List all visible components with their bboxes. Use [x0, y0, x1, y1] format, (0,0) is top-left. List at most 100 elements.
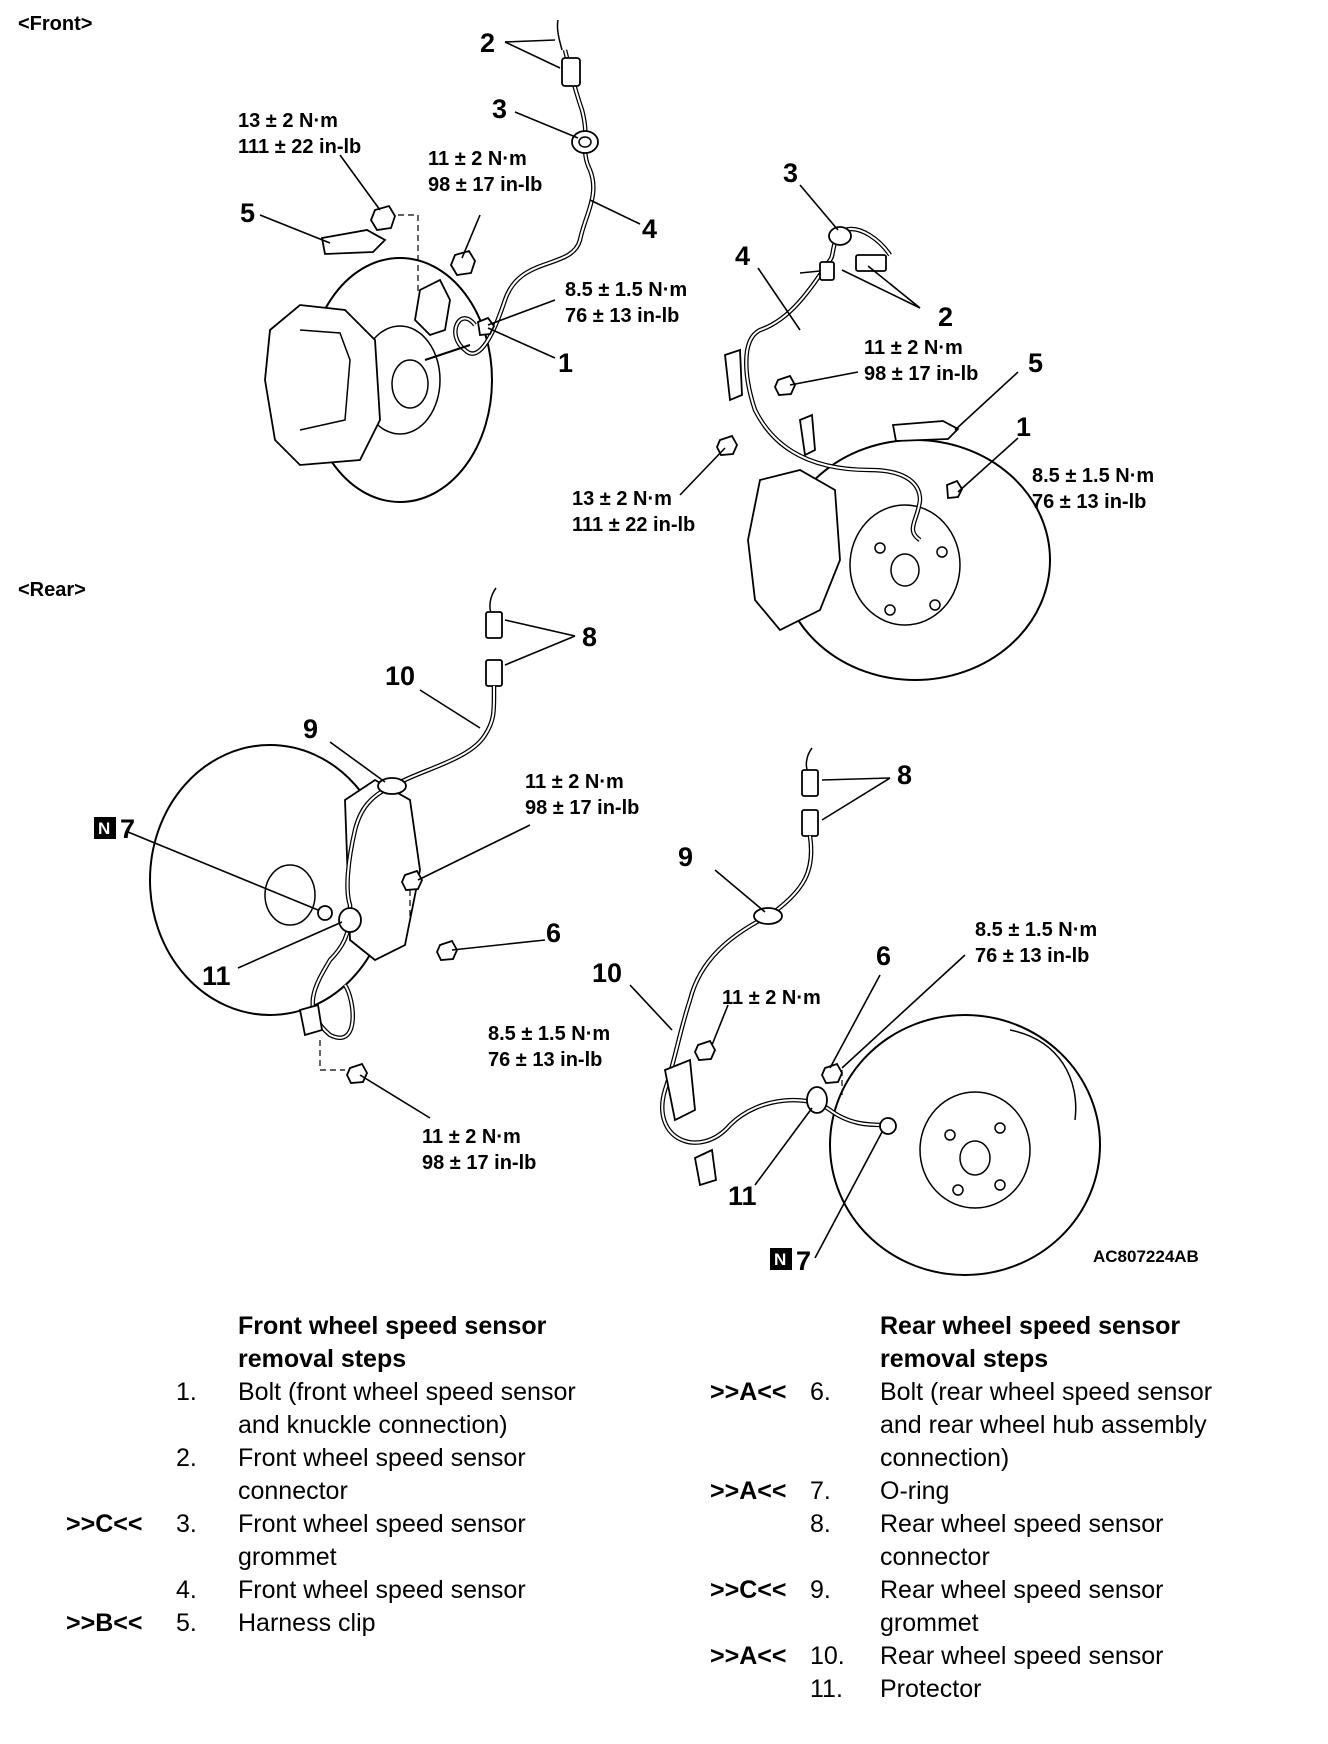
torque-inlb: 98 ± 17 in-lb	[525, 797, 639, 819]
step-procedure-code: >>B<<	[66, 1609, 143, 1637]
callout-11: 11	[728, 1181, 757, 1211]
front-bolt-8nm-a	[477, 316, 496, 336]
callout-5: 5	[1028, 348, 1043, 378]
front-steps-title: Front wheel speed sensor removal steps	[238, 1312, 547, 1373]
rear-steps-title: Rear wheel speed sensor removal steps	[880, 1312, 1181, 1373]
step-text: O-ring	[880, 1477, 950, 1505]
step-text: Bolt (rear wheel speed sensor	[880, 1378, 1213, 1406]
brake-caliper	[264, 304, 381, 466]
front-connector-b2	[855, 254, 887, 272]
rear-connector-b2	[801, 809, 819, 837]
front-bolt-13nm-a	[369, 204, 396, 231]
torque-inlb: 76 ± 13 in-lb	[565, 305, 679, 327]
step-text: Rear wheel speed sensor	[880, 1576, 1164, 1604]
rear-bolt-11nm-b	[346, 1062, 369, 1084]
step-text: connector	[880, 1543, 990, 1571]
front-grommet-b	[828, 226, 852, 246]
front-connector-a	[561, 57, 581, 87]
step-number: 5.	[176, 1609, 197, 1637]
rear-protector-a	[338, 907, 362, 933]
step-text: grommet	[880, 1609, 979, 1637]
step-text: Rear wheel speed sensor	[880, 1510, 1164, 1538]
torque-nm: 11 ± 2 N·m	[428, 148, 527, 170]
torque-nm: 8.5 ± 1.5 N·m	[975, 919, 1097, 941]
torque-nm: 13 ± 2 N·m	[572, 488, 672, 510]
knuckle-bracket	[414, 278, 451, 337]
step-number: 2.	[176, 1444, 197, 1472]
rear-connector-a1	[485, 611, 503, 639]
figure-code: AC807224AB	[1093, 1247, 1199, 1266]
step-number: 3.	[176, 1510, 197, 1538]
new-part-mark	[94, 817, 116, 839]
torque-inlb: 76 ± 13 in-lb	[488, 1049, 602, 1071]
front-section-label: <Front>	[18, 13, 92, 35]
step-text: Front wheel speed sensor	[238, 1510, 526, 1538]
callout-3: 3	[783, 158, 798, 188]
step-text: Harness clip	[238, 1609, 376, 1637]
rear-oring-b	[879, 1117, 897, 1135]
step-number: 1.	[176, 1378, 197, 1406]
step-text: Front wheel speed sensor	[238, 1444, 526, 1472]
new-part-mark-letter: N	[774, 1250, 786, 1269]
step-text: Bolt (front wheel speed sensor	[238, 1378, 576, 1406]
torque-inlb: 76 ± 13 in-lb	[1032, 491, 1146, 513]
step-procedure-code: >>A<<	[710, 1477, 787, 1505]
front-grommet-a	[571, 130, 599, 154]
torque-inlb: 111 ± 22 in-lb	[238, 136, 361, 158]
front-harness-clip-a	[320, 229, 387, 255]
step-procedure-code: >>A<<	[710, 1642, 787, 1670]
callout-10: 10	[592, 958, 622, 988]
rear-left-assembly	[149, 587, 503, 1084]
torque-nm: 11 ± 2 N·m	[722, 987, 821, 1009]
rear-bolt-11nm-c	[694, 1039, 717, 1061]
torque-inlb: 111 ± 22 in-lb	[572, 514, 695, 536]
front-removal-steps: Front wheel speed sensor removal steps 1…	[0, 1310, 640, 1730]
torque-nm: 8.5 ± 1.5 N·m	[565, 279, 687, 301]
rear-bolt-8nm-a	[436, 939, 459, 961]
callout-5: 5	[240, 198, 255, 228]
step-number: 8.	[810, 1510, 831, 1538]
rear-bolt-8nm-b	[821, 1062, 844, 1084]
step-text: Protector	[880, 1675, 982, 1703]
torque-nm: 8.5 ± 1.5 N·m	[1032, 465, 1154, 487]
front-right-assembly	[716, 226, 1051, 681]
rear-removal-steps: Rear wheel speed sensor removal steps >>…	[640, 1310, 1328, 1730]
callout-1: 1	[558, 348, 573, 378]
step-number: 9.	[810, 1576, 831, 1604]
torque-nm: 11 ± 2 N·m	[422, 1126, 521, 1148]
brake-disc	[829, 1014, 1101, 1276]
step-procedure-code: >>A<<	[710, 1378, 787, 1406]
sensor-bracket	[663, 1058, 696, 1122]
rear-oring-a	[317, 905, 333, 921]
front-left-assembly	[264, 19, 599, 503]
rear-connector-b1	[801, 769, 819, 797]
step-number: 7.	[810, 1477, 831, 1505]
new-part-mark-letter: N	[98, 819, 110, 838]
callout-4: 4	[735, 241, 750, 271]
front-harness-clip-b	[891, 420, 960, 442]
torque-inlb: 98 ± 17 in-lb	[422, 1152, 536, 1174]
callout-4: 4	[642, 214, 657, 244]
rear-connector-a2	[485, 659, 503, 687]
front-bolt-11nm-b	[774, 374, 797, 396]
step-text: Front wheel speed sensor	[238, 1576, 526, 1604]
torque-nm: 11 ± 2 N·m	[525, 771, 624, 793]
rear-right-assembly	[660, 747, 1101, 1276]
torque-nm: 8.5 ± 1.5 N·m	[488, 1023, 610, 1045]
rear-grommet-b	[753, 907, 783, 925]
callout-10: 10	[385, 661, 415, 691]
step-number: 11.	[810, 1675, 843, 1703]
callout-6: 6	[546, 918, 561, 948]
torque-nm: 11 ± 2 N·m	[864, 337, 963, 359]
front-connector-b1	[819, 261, 835, 281]
sensor-bracket	[724, 348, 743, 402]
callout-2: 2	[480, 28, 495, 58]
callout-6: 6	[876, 941, 891, 971]
new-part-mark	[770, 1248, 792, 1270]
callout-8: 8	[582, 622, 597, 652]
step-text: and knuckle connection)	[238, 1411, 508, 1439]
callout-3: 3	[492, 94, 507, 124]
step-text: Rear wheel speed sensor	[880, 1642, 1164, 1670]
rear-protector-b	[806, 1086, 828, 1114]
